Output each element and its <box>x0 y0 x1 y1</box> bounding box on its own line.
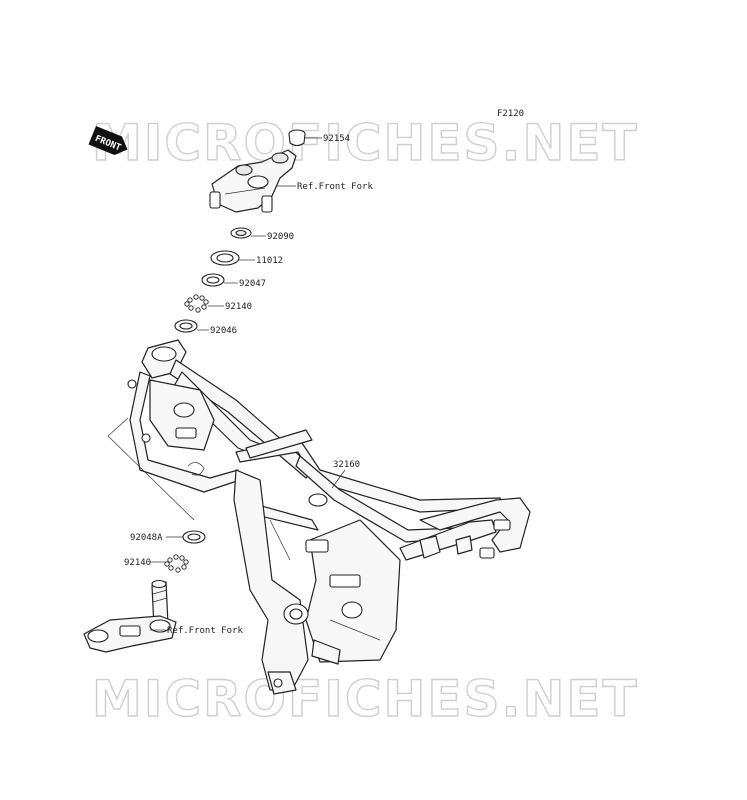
label-92140-upper: 92140 <box>225 302 252 312</box>
label-ref-front-fork-2: Ref.Front Fork <box>167 626 243 636</box>
part-92140-balls-lower <box>164 554 189 573</box>
label-92090: 92090 <box>267 232 294 242</box>
label-11012: 11012 <box>256 256 283 266</box>
main-frame <box>127 339 531 695</box>
label-ref-front-fork-1: Ref.Front Fork <box>297 182 373 192</box>
front-arrow-icon: FRONT <box>88 126 128 156</box>
diagram-code: F2120 <box>497 109 524 119</box>
leader-bracket <box>107 417 195 521</box>
label-32160: 32160 <box>333 460 360 470</box>
upper-triple-clamp <box>209 149 297 213</box>
label-92140-lower: 92140 <box>124 558 151 568</box>
label-92048a: 92048A <box>130 533 163 543</box>
watermark-bottom: MICROFICHES.NET <box>92 670 639 728</box>
leader-32160 <box>331 469 346 489</box>
label-92047: 92047 <box>239 279 266 289</box>
part-92140-balls-upper <box>184 294 209 313</box>
watermark-top: MICROFICHES.NET <box>92 114 639 172</box>
part-92046-race <box>174 319 198 333</box>
label-92154: 92154 <box>323 134 350 144</box>
part-92154-cap <box>288 129 306 147</box>
part-11012-seal <box>210 250 240 266</box>
lower-triple-clamp-stem <box>83 579 177 653</box>
label-92046: 92046 <box>210 326 237 336</box>
part-92047-race <box>201 273 225 287</box>
part-92048a-race <box>182 530 206 544</box>
part-92090-nut <box>230 227 252 239</box>
